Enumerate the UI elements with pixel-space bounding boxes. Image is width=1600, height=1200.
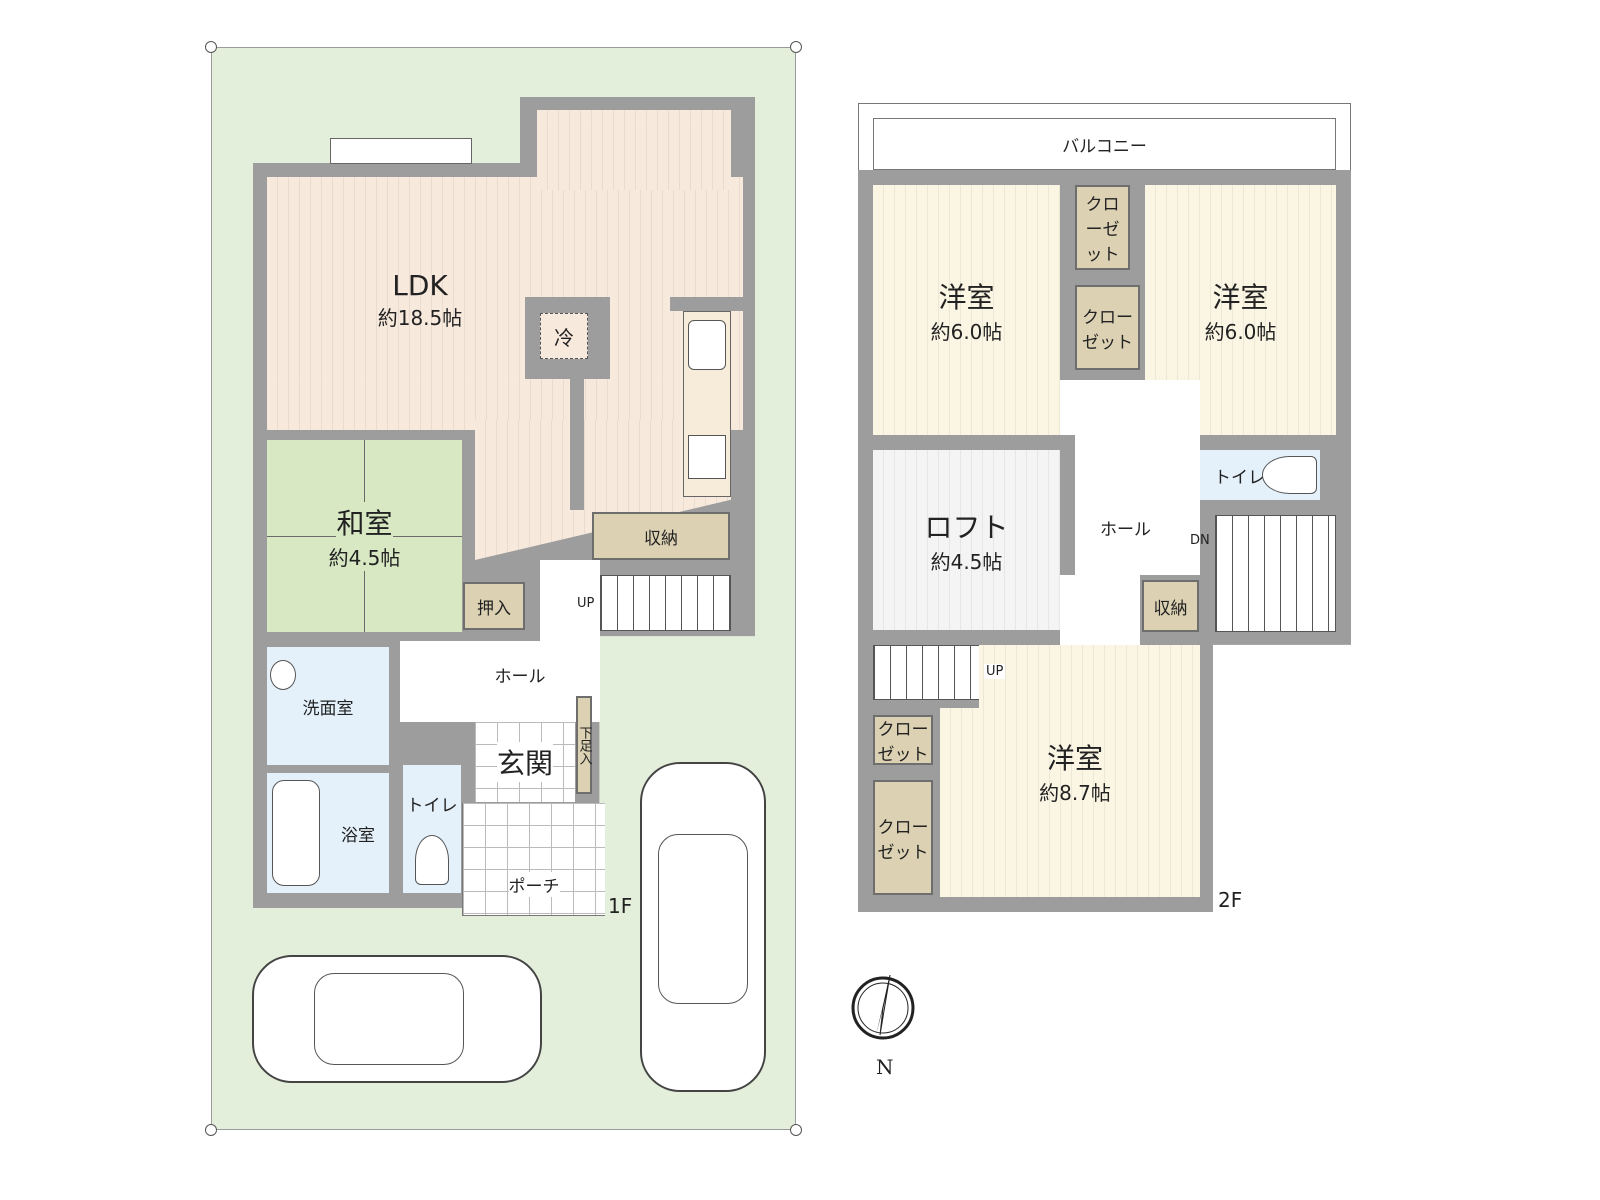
- room-name: 洋室: [938, 280, 995, 314]
- room-name: 和室: [336, 501, 393, 542]
- storage: 収納: [1142, 580, 1199, 632]
- closet: クローゼット: [873, 780, 933, 895]
- lot-corner-marker: [790, 1124, 802, 1136]
- genkan: 玄関: [475, 722, 575, 802]
- oshiire-closet: 押入: [463, 582, 525, 630]
- washroom: 洗面室: [267, 647, 389, 765]
- car-icon: [640, 762, 766, 1092]
- washitsu-room: 和室 約4.5帖: [267, 440, 462, 632]
- washbasin-icon: [270, 660, 296, 690]
- toilet-icon: [415, 835, 449, 885]
- ldk-label: LDK 約18.5帖: [330, 255, 510, 345]
- room-name: 洋室: [1046, 741, 1103, 775]
- storage-label: 収納: [1153, 598, 1188, 619]
- hall-2f: [1060, 575, 1140, 645]
- lot-corner-marker: [205, 41, 217, 53]
- loft-stairs[interactable]: [873, 645, 980, 700]
- fridge-space: 冷: [540, 313, 588, 359]
- stairs-down-label: DN: [1190, 533, 1210, 548]
- hall-label: ホール: [494, 666, 546, 687]
- ldk-room: [267, 177, 743, 430]
- room-size: 約6.0帖: [930, 319, 1003, 344]
- toilet-label: トイレ: [1214, 467, 1265, 488]
- porch-label: ポーチ: [508, 872, 560, 897]
- room-name: LDK: [392, 269, 448, 302]
- shoe-cabinet: 下足入: [576, 696, 592, 794]
- closet-label: クローゼット: [1085, 195, 1120, 265]
- hall-label: ホール: [1100, 520, 1151, 540]
- western-room-ne: 洋室 約6.0帖: [1145, 185, 1336, 435]
- stairs-1f[interactable]: [600, 575, 731, 631]
- room-size: 約6.0帖: [1204, 319, 1277, 344]
- closet-label: クローゼット: [877, 720, 929, 765]
- lot-corner-marker: [790, 41, 802, 53]
- room-size: 約4.5帖: [930, 549, 1003, 574]
- room-name: ロフト: [924, 510, 1009, 544]
- ldk-room: [537, 110, 731, 190]
- stove-icon: [688, 435, 726, 479]
- closet: クローゼット: [1075, 285, 1140, 370]
- bay-window: [330, 138, 472, 164]
- sink-icon: [688, 320, 726, 370]
- loft: ロフト 約4.5帖: [873, 450, 1060, 630]
- porch: ポーチ: [462, 803, 605, 916]
- north-label: N: [876, 1055, 894, 1079]
- western-room-s: 洋室 約8.7帖: [940, 645, 1200, 897]
- toilet-icon: [1262, 456, 1317, 494]
- closet-label: クローゼット: [877, 817, 929, 863]
- stairs-up-label: UP: [575, 596, 597, 611]
- stairs-up-label: UP: [984, 664, 1006, 679]
- balcony: バルコニー: [873, 118, 1336, 170]
- storage-label: 収納: [644, 528, 678, 549]
- oshiire-label: 押入: [477, 598, 511, 619]
- genkan-label: 玄関: [496, 742, 553, 782]
- hall-2f: [1060, 380, 1140, 435]
- room-size: 約18.5帖: [377, 306, 463, 330]
- closet-label: クローゼット: [1082, 307, 1133, 353]
- car-icon: [252, 955, 542, 1083]
- north-arrow-icon: [850, 974, 916, 1041]
- floor-label-1f: 1F: [608, 894, 633, 918]
- balcony-label: バルコニー: [1062, 136, 1147, 157]
- washroom-label: 洗面室: [302, 698, 354, 719]
- closet: クローゼット: [873, 715, 933, 765]
- stairs-2f[interactable]: [1215, 515, 1336, 632]
- lot-corner-marker: [205, 1124, 217, 1136]
- bathroom-label: 浴室: [341, 825, 375, 846]
- fridge-label: 冷: [554, 325, 574, 350]
- floor-label-2f: 2F: [1218, 888, 1243, 912]
- room-size: 約8.7帖: [1039, 780, 1111, 805]
- bathtub-icon: [272, 780, 320, 886]
- kitchen-partition: [670, 297, 743, 311]
- room-size: 約4.5帖: [328, 541, 401, 571]
- storage: 収納: [592, 512, 730, 560]
- toilet-label: トイレ: [406, 796, 458, 816]
- room-name: 洋室: [1212, 280, 1269, 314]
- kitchen-partition: [570, 365, 584, 510]
- shoe-cabinet-label: 下足入: [576, 725, 592, 765]
- western-room-nw: 洋室 約6.0帖: [873, 185, 1060, 435]
- closet: クローゼット: [1075, 185, 1130, 270]
